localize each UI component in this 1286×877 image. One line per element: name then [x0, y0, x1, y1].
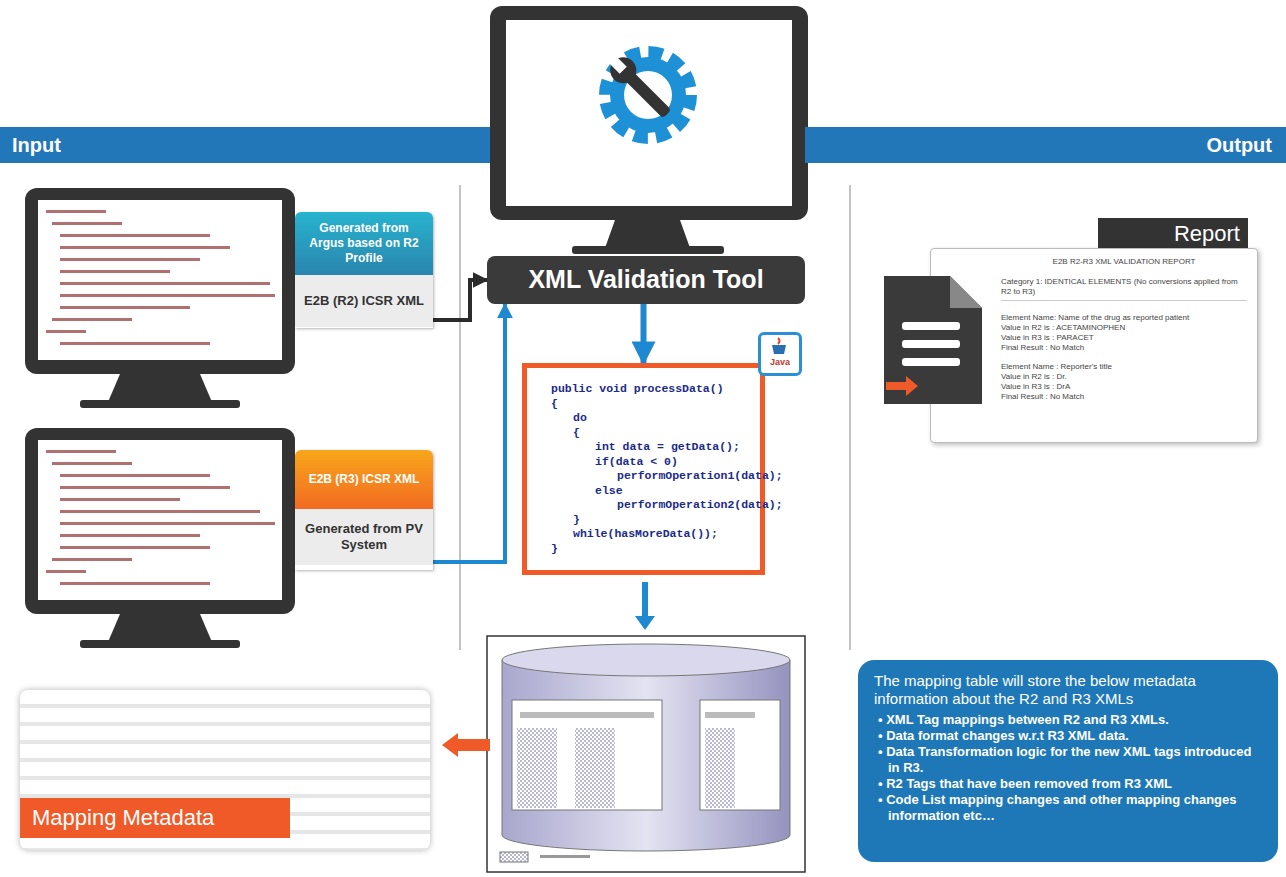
node-text: public void processData(): [551, 382, 750, 397]
node-text: Input: [12, 127, 490, 163]
node-text: do: [551, 411, 750, 426]
node-text: Value in R2 is : ACETAMINOPHEN: [1001, 323, 1247, 333]
node-text: performOperation1(data);: [551, 469, 750, 484]
node-text: }: [551, 542, 750, 557]
java-logo: Java: [758, 332, 802, 376]
node-text: Value in R3 is : PARACET: [1001, 333, 1247, 343]
node-text: while(hasMoreData());: [551, 527, 750, 542]
node-text: Element Name: Name of the drug as report…: [1001, 313, 1247, 323]
node-text: E2B (R2) ICSR XML: [295, 275, 433, 327]
xml-tag: E2B (R3) ICSR XMLGenerated from PV Syste…: [295, 450, 433, 570]
mapping-panel: Mapping Metadata: [20, 690, 430, 850]
node-text: Mapping Metadata: [20, 798, 290, 838]
node-text: Generated from PV System: [295, 509, 433, 565]
node-text: }: [551, 513, 750, 528]
node-text: Final Result : No Match: [1001, 392, 1247, 402]
code-box: public void processData(){do{int data = …: [522, 363, 765, 575]
node-text: E2B (R3) ICSR XML: [295, 450, 433, 509]
node-text: Report: [1098, 218, 1248, 250]
node-text: Element Name : Reporter's title: [1001, 362, 1247, 372]
java-cup: [768, 337, 792, 357]
section-band: Input: [0, 127, 490, 163]
node-text: • XML Tag mappings between R2 and R3 XML…: [874, 712, 1264, 728]
node-text: {: [551, 397, 750, 412]
node-text: • Data Transformation logic for the new …: [874, 744, 1264, 776]
node-text: • R2 Tags that have been removed from R3…: [874, 776, 1264, 792]
node-text: if(data < 0): [551, 455, 750, 470]
node-text: performOperation2(data);: [551, 498, 750, 513]
node-text: Generated from Argus based on R2 Profile: [295, 212, 433, 275]
node-text: Final Result : No Match: [1001, 343, 1247, 353]
node-text: Value in R2 is : Dr.: [1001, 372, 1247, 382]
node-text: Value in R3 is : DrA: [1001, 382, 1247, 392]
node-text: • Data format changes w.r.t R3 XML data.: [874, 728, 1264, 744]
tool-label: XML Validation Tool: [487, 256, 805, 304]
node-text: int data = getData();: [551, 440, 750, 455]
node-text: • Code List mapping changes and other ma…: [874, 792, 1264, 824]
node-text: The mapping table will store the below m…: [874, 672, 1264, 708]
node-text: E2B R2-R3 XML VALIDATION REPORT: [1001, 257, 1247, 267]
connector-arrow: [641, 304, 647, 363]
node-text: XML Validation Tool: [487, 256, 805, 302]
connector-arrow: [433, 304, 505, 562]
node-text: Category 1: IDENTICAL ELEMENTS (No conve…: [1001, 277, 1247, 301]
note-box: The mapping table will store the below m…: [858, 660, 1278, 862]
node-text: Output: [805, 127, 1272, 163]
node-text: else: [551, 484, 750, 499]
node-text: {: [551, 426, 750, 441]
connector-arrow: [433, 280, 487, 320]
section-band: Output: [805, 127, 1286, 163]
xml-tag: Generated from Argus based on R2 Profile…: [295, 212, 433, 328]
